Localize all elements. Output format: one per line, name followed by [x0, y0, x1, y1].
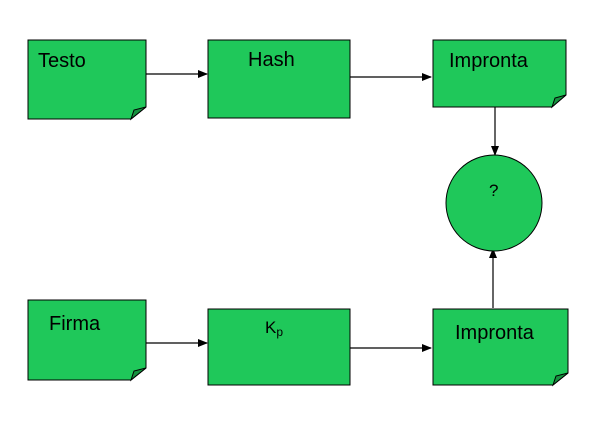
node-impronta-bottom: Impronta — [432, 308, 569, 387]
kp-label-subscript: p — [276, 325, 283, 339]
firma-page-fold — [129, 367, 147, 382]
hash-label: Hash — [248, 49, 295, 71]
node-kp: Kp — [207, 308, 351, 386]
firma-document-shape — [27, 299, 147, 381]
kp-label: Kp — [265, 318, 283, 339]
node-impronta-top: Impronta — [432, 39, 567, 109]
impronta-bottom-document-shape — [432, 308, 569, 386]
node-testo: Testo — [27, 39, 147, 121]
kp-rect-shape — [207, 308, 351, 386]
impronta-bottom-page-fold — [551, 372, 569, 387]
firma-label: Firma — [49, 313, 101, 335]
impronta-bottom-label: Impronta — [455, 322, 535, 344]
node-compare: ? — [445, 154, 543, 252]
node-hash: Hash — [207, 39, 351, 119]
kp-label-main: K — [265, 318, 277, 337]
testo-label: Testo — [38, 50, 86, 72]
hash-rect-shape — [207, 39, 351, 119]
compare-label: ? — [489, 181, 498, 200]
testo-page-fold — [129, 106, 147, 121]
compare-circle-shape — [445, 154, 543, 252]
node-firma: Firma — [27, 299, 147, 382]
impronta-top-page-fold — [550, 94, 567, 109]
impronta-top-label: Impronta — [449, 50, 529, 72]
